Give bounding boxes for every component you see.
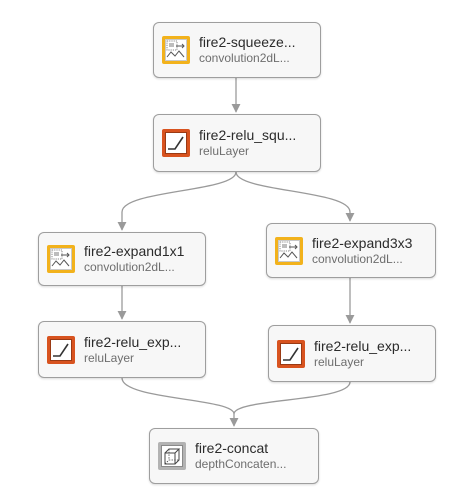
relu-icon: [47, 335, 75, 364]
node-text: fire2-relu_exp... reluLayer: [84, 334, 181, 366]
node-name: fire2-concat: [195, 440, 269, 456]
node-fire2-relu-expand1x1[interactable]: fire2-relu_exp... reluLayer: [38, 321, 206, 378]
node-name: fire2-expand3x3: [312, 234, 413, 251]
node-text: fire2-expand1x1 convolution2dL...: [84, 243, 184, 275]
depth-concat-icon: [158, 442, 186, 470]
node-name: fire2-relu_squ...: [199, 127, 297, 143]
node-fire2-expand1x1[interactable]: fire2-expand1x1 convolution2dL...: [38, 232, 206, 286]
node-fire2-relu-squeeze[interactable]: fire2-relu_squ... reluLayer: [153, 114, 321, 172]
relu-icon: [162, 129, 190, 157]
edge-relu-expand3x3-to-concat: [233, 381, 351, 415]
relu-icon: [277, 339, 305, 368]
node-fire2-concat[interactable]: fire2-concat depthConcaten...: [149, 428, 319, 484]
node-type: reluLayer: [314, 354, 365, 369]
node-text: fire2-expand3x3 convolution2dL...: [312, 235, 412, 267]
node-type: convolution2dL...: [199, 51, 290, 65]
node-type: depthConcaten...: [195, 457, 287, 471]
convolution-icon: [162, 36, 190, 64]
node-text: fire2-relu_squ... reluLayer: [199, 127, 296, 159]
node-name: fire2-squeeze...: [199, 34, 296, 50]
node-fire2-relu-expand3x3[interactable]: fire2-relu_exp... reluLayer: [268, 325, 436, 382]
convolution-icon: [47, 245, 75, 273]
node-type: convolution2dL...: [312, 251, 403, 266]
edge-relu-expand1x1-to-concat: [121, 377, 239, 427]
node-text: fire2-relu_exp... reluLayer: [314, 338, 411, 370]
node-type: reluLayer: [199, 144, 250, 158]
node-text: fire2-squeeze... convolution2dL...: [199, 34, 296, 66]
node-fire2-expand3x3[interactable]: fire2-expand3x3 convolution2dL...: [266, 223, 436, 278]
node-name: fire2-relu_exp...: [84, 333, 182, 350]
node-text: fire2-concat depthConcaten...: [195, 440, 286, 472]
node-fire2-squeeze[interactable]: fire2-squeeze... convolution2dL...: [153, 22, 321, 78]
node-type: reluLayer: [84, 350, 135, 365]
node-type: convolution2dL...: [84, 260, 175, 274]
edge-relu-to-expand1x1: [117, 171, 237, 231]
node-name: fire2-relu_exp...: [314, 337, 412, 354]
edge-relu-to-expand3x3: [235, 171, 355, 222]
node-name: fire2-expand1x1: [84, 243, 185, 259]
convolution-icon: [275, 236, 303, 265]
